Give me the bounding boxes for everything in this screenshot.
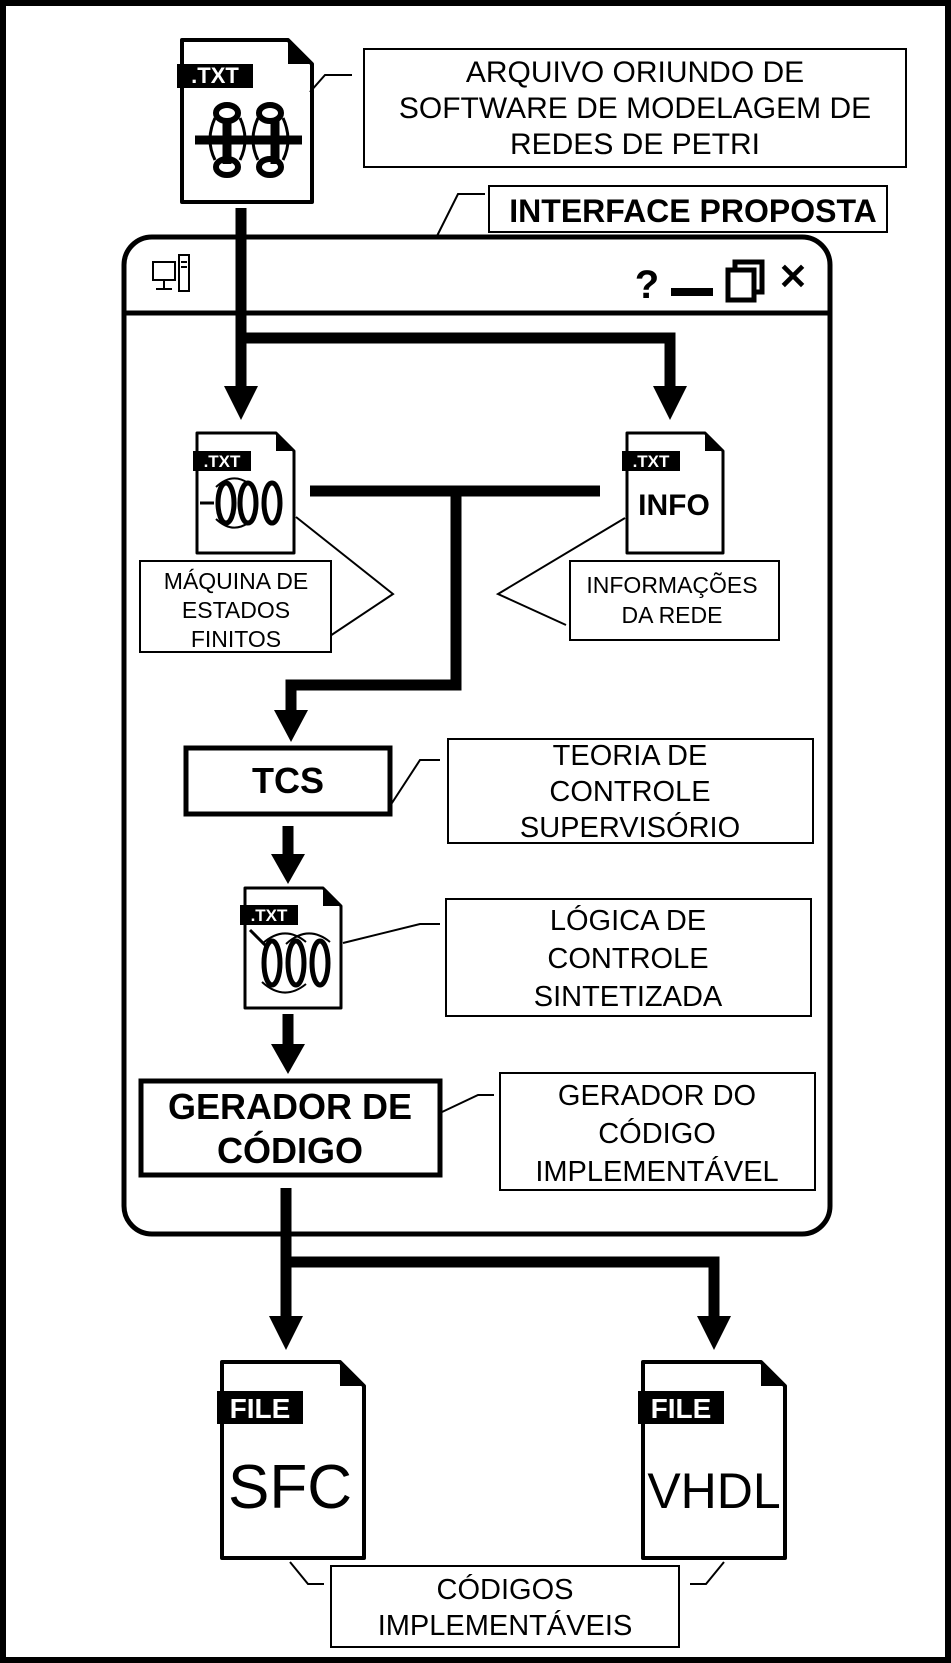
interface-window xyxy=(121,234,833,1237)
vhdl-label: VHDL xyxy=(647,1463,780,1519)
logic-caption-box xyxy=(445,898,812,1017)
logic-badge: .TXT xyxy=(251,906,288,925)
sfc-label: SFC xyxy=(228,1453,352,1522)
fsm-badge: .TXT xyxy=(204,452,241,471)
tcs-caption-box xyxy=(447,738,814,844)
tcs-caption-leader xyxy=(389,759,440,807)
outputs-caption-line-2: IMPLEMENTÁVEIS xyxy=(378,1609,633,1642)
tcs-box xyxy=(183,745,393,817)
arrow-to-fsm xyxy=(224,386,258,420)
help-icon[interactable]: ? xyxy=(635,263,659,307)
source-badge-bg xyxy=(177,64,253,88)
arrow-to-generator xyxy=(271,1044,305,1074)
vhdl-badge: FILE xyxy=(651,1393,712,1424)
restore-icon[interactable] xyxy=(725,259,765,303)
close-icon[interactable]: ✕ xyxy=(778,256,808,297)
logic-caption-line-1: LÓGICA DE xyxy=(550,904,706,937)
logic-txt-file: .TXT xyxy=(240,886,343,1010)
generator-caption-box xyxy=(499,1072,816,1191)
outputs-caption-box xyxy=(330,1565,680,1648)
interface-title-box xyxy=(488,185,888,233)
outputs-caption-line-1: CÓDIGOS xyxy=(437,1573,574,1606)
interface-title: INTERFACE PROPOSTA xyxy=(509,193,876,229)
controller-logic-icon xyxy=(248,928,331,994)
arrow-to-logic xyxy=(271,854,305,884)
source-caption-line-3: REDES DE PETRI xyxy=(510,128,760,161)
generator-caption-line-2: CÓDIGO xyxy=(598,1117,716,1150)
output-connectors xyxy=(280,1188,720,1320)
interface-title-leader xyxy=(436,193,485,237)
logic-caption-line-2: CONTROLE xyxy=(547,943,708,975)
minimize-icon[interactable] xyxy=(671,288,713,296)
tcs-caption-line-1: TEORIA DE xyxy=(553,740,708,772)
fsm-caption-line-1: MÁQUINA DE xyxy=(164,568,308,594)
vhdl-file: FILE VHDL xyxy=(638,1360,787,1560)
fsm-caption-leader xyxy=(295,516,395,637)
outputs-caption-leader-right xyxy=(690,1561,725,1585)
state-machine-icon xyxy=(200,477,283,529)
generator-label-line-1: GERADOR DE xyxy=(168,1086,412,1127)
sfc-badge: FILE xyxy=(230,1393,291,1424)
generator-caption-line-1: GERADOR DO xyxy=(558,1080,756,1112)
source-caption-line-1: ARQUIVO ORIUNDO DE xyxy=(466,56,804,89)
petri-net-icon xyxy=(195,102,302,178)
arrow-to-tcs xyxy=(274,710,308,742)
generator-box xyxy=(138,1078,443,1178)
info-label: INFO xyxy=(638,489,710,522)
source-badge: .TXT xyxy=(191,63,239,88)
source-caption-box xyxy=(363,48,907,168)
logic-caption-leader xyxy=(342,923,440,944)
generator-label-line-2: CÓDIGO xyxy=(217,1129,363,1171)
info-caption-line-1: INFORMAÇÕES xyxy=(586,571,757,598)
info-txt-file: .TXT INFO xyxy=(622,431,725,555)
tcs-caption-line-2: CONTROLE xyxy=(549,776,710,808)
source-caption-leader xyxy=(309,74,352,93)
arrow-to-sfc xyxy=(269,1316,303,1350)
info-caption-box xyxy=(569,560,780,641)
info-caption-line-2: DA REDE xyxy=(622,602,723,628)
merge-connectors xyxy=(285,485,600,712)
fsm-txt-file: .TXT xyxy=(193,431,296,555)
info-caption-leader xyxy=(495,517,626,626)
tcs-caption-line-3: SUPERVISÓRIO xyxy=(520,811,740,844)
source-caption-line-2: SOFTWARE DE MODELAGEM DE xyxy=(399,92,871,125)
arrow-to-vhdl xyxy=(697,1316,731,1350)
logic-caption-line-3: SINTETIZADA xyxy=(534,981,723,1013)
info-badge: .TXT xyxy=(633,452,670,471)
generator-caption-leader xyxy=(441,1094,494,1113)
tcs-label: TCS xyxy=(252,760,324,801)
source-txt-file: .TXT xyxy=(177,38,314,204)
fsm-caption-box xyxy=(139,560,332,653)
generator-caption-line-3: IMPLEMENTÁVEL xyxy=(535,1155,778,1188)
fsm-caption-line-2: ESTADOS xyxy=(182,597,290,623)
top-connectors xyxy=(235,208,676,388)
outputs-caption-leader-left xyxy=(289,1561,324,1585)
sfc-file: FILE SFC xyxy=(217,1360,366,1560)
fsm-caption-line-3: FINITOS xyxy=(191,626,281,652)
computer-icon xyxy=(152,254,190,292)
arrow-to-info xyxy=(653,386,687,420)
